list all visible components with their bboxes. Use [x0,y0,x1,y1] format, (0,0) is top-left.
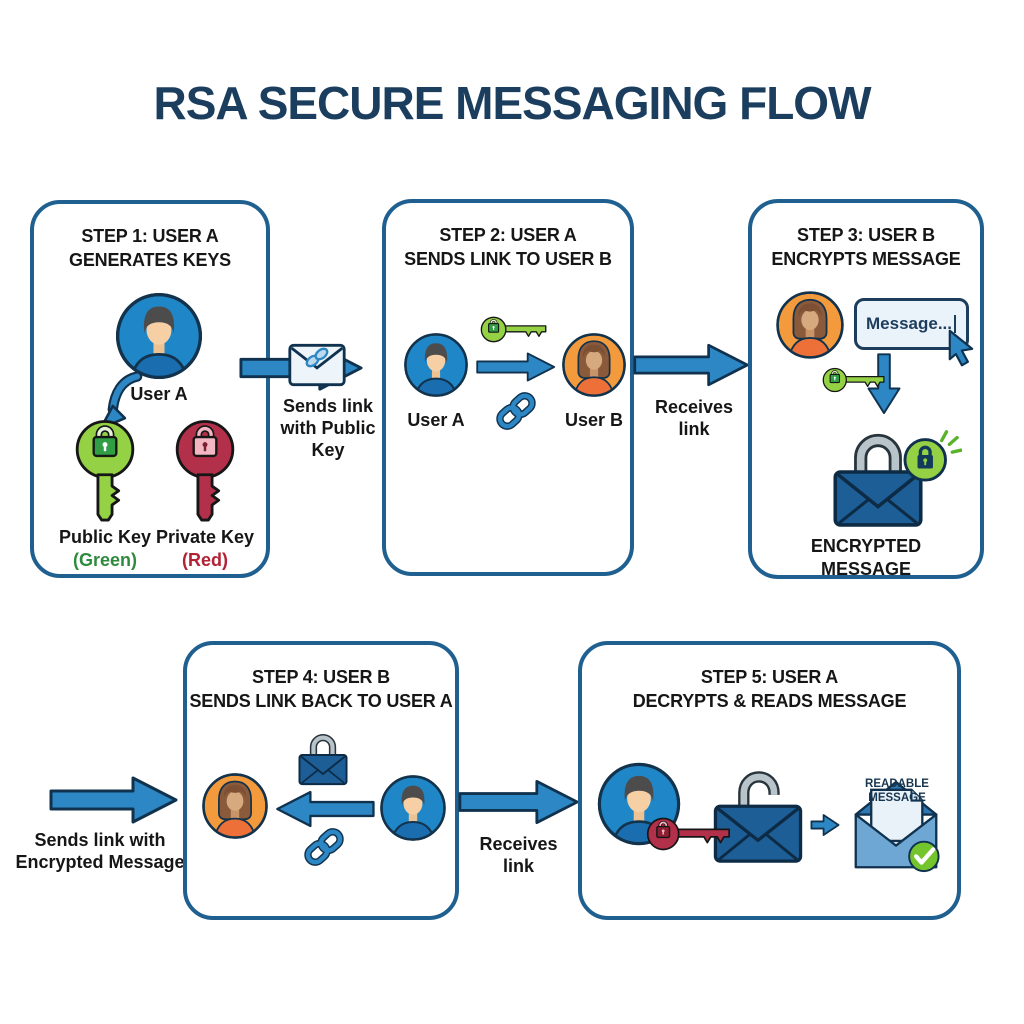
user-b-avatar-icon [774,289,846,361]
message-text: Message... [866,314,952,333]
step-1-panel: STEP 1: USER A GENERATES KEYS User A Pub… [30,200,270,578]
encrypted-message-label: ENCRYPTED MESSAGE [810,536,922,580]
locked-mail-icon [295,723,351,787]
flow-arrow-4-icon [458,776,580,828]
step-5-heading-line2: DECRYPTS & READS MESSAGE [632,691,907,712]
link-icon [494,389,538,433]
step-1-heading-line2: GENERATES KEYS [69,250,231,271]
flow-arrow-3-icon [38,774,190,826]
user-b-avatar-icon [560,331,628,399]
step-4-heading-line1: STEP 4: USER B [252,667,390,687]
step-5-panel: STEP 5: USER A DECRYPTS & READS MESSAGE … [578,641,961,920]
connector-3-label: Sends link with Encrypted Message [15,830,185,872]
lock-badge-icon [902,427,962,483]
user-a-label: User A [407,410,465,430]
private-key-icon [172,418,238,524]
public-key-note: (Green) [72,550,137,571]
readable-message-label: READABLE MESSAGE [865,778,929,805]
private-key-label: Private Key [155,527,255,547]
user-b-avatar-icon [200,771,270,841]
mail-link-icon [287,338,347,392]
step-4-panel: STEP 4: USER B SENDS LINK BACK TO USER A [183,641,459,920]
public-key-icon [72,418,138,524]
connector-1-label: Sends link with Public Key [280,396,376,460]
connector-4-label: Receives link [479,834,558,876]
send-back-arrow-icon [274,789,376,829]
step-3-panel: STEP 3: USER B ENCRYPTS MESSAGE Message.… [748,199,984,579]
step-2-panel: STEP 2: USER A SENDS LINK TO USER B User… [382,199,634,576]
private-key-note: (Red) [182,550,228,571]
private-key-caption: Private Key (Red) [140,526,270,573]
step-3-heading-line1: STEP 3: USER B [797,225,935,245]
step-2-heading-line2: SENDS LINK TO USER B [404,249,612,270]
user-b-label: User B [564,410,624,430]
text-cursor-icon [954,315,956,333]
step-5-heading: STEP 5: USER A DECRYPTS & READS MESSAGE [582,645,957,714]
public-key-caption: Public Key (Green) [40,526,170,573]
user-a-avatar-icon [113,290,205,382]
connector-2-label: Receives link [654,397,734,439]
step-1-heading-line1: STEP 1: USER A [81,226,219,246]
user-a-label: User A [130,384,188,404]
user-a-avatar-icon [402,331,470,399]
step-3-heading-line2: ENCRYPTS MESSAGE [771,249,961,270]
cursor-icon [944,329,978,367]
public-key-icon [480,315,548,344]
step-4-heading: STEP 4: USER B SENDS LINK BACK TO USER A [187,645,455,714]
step-4-heading-line2: SENDS LINK BACK TO USER A [189,691,453,712]
user-a-avatar-icon [378,773,448,843]
private-key-icon [646,816,732,852]
link-icon [302,825,346,869]
read-arrow-icon [810,811,840,839]
step-2-heading: STEP 2: USER A SENDS LINK TO USER B [386,203,630,272]
step-1-heading: STEP 1: USER A GENERATES KEYS [34,204,266,273]
step-2-heading-line1: STEP 2: USER A [439,225,577,245]
send-arrow-icon [476,348,556,386]
public-key-label: Public Key [58,527,152,547]
step-3-heading: STEP 3: USER B ENCRYPTS MESSAGE [752,203,980,272]
diagram-title: RSA SECURE MESSAGING FLOW [153,77,872,129]
unlocked-mail-icon [706,749,810,873]
step-5-heading-line1: STEP 5: USER A [700,667,839,687]
public-key-icon [822,366,886,394]
flow-arrow-2-icon [633,340,750,390]
